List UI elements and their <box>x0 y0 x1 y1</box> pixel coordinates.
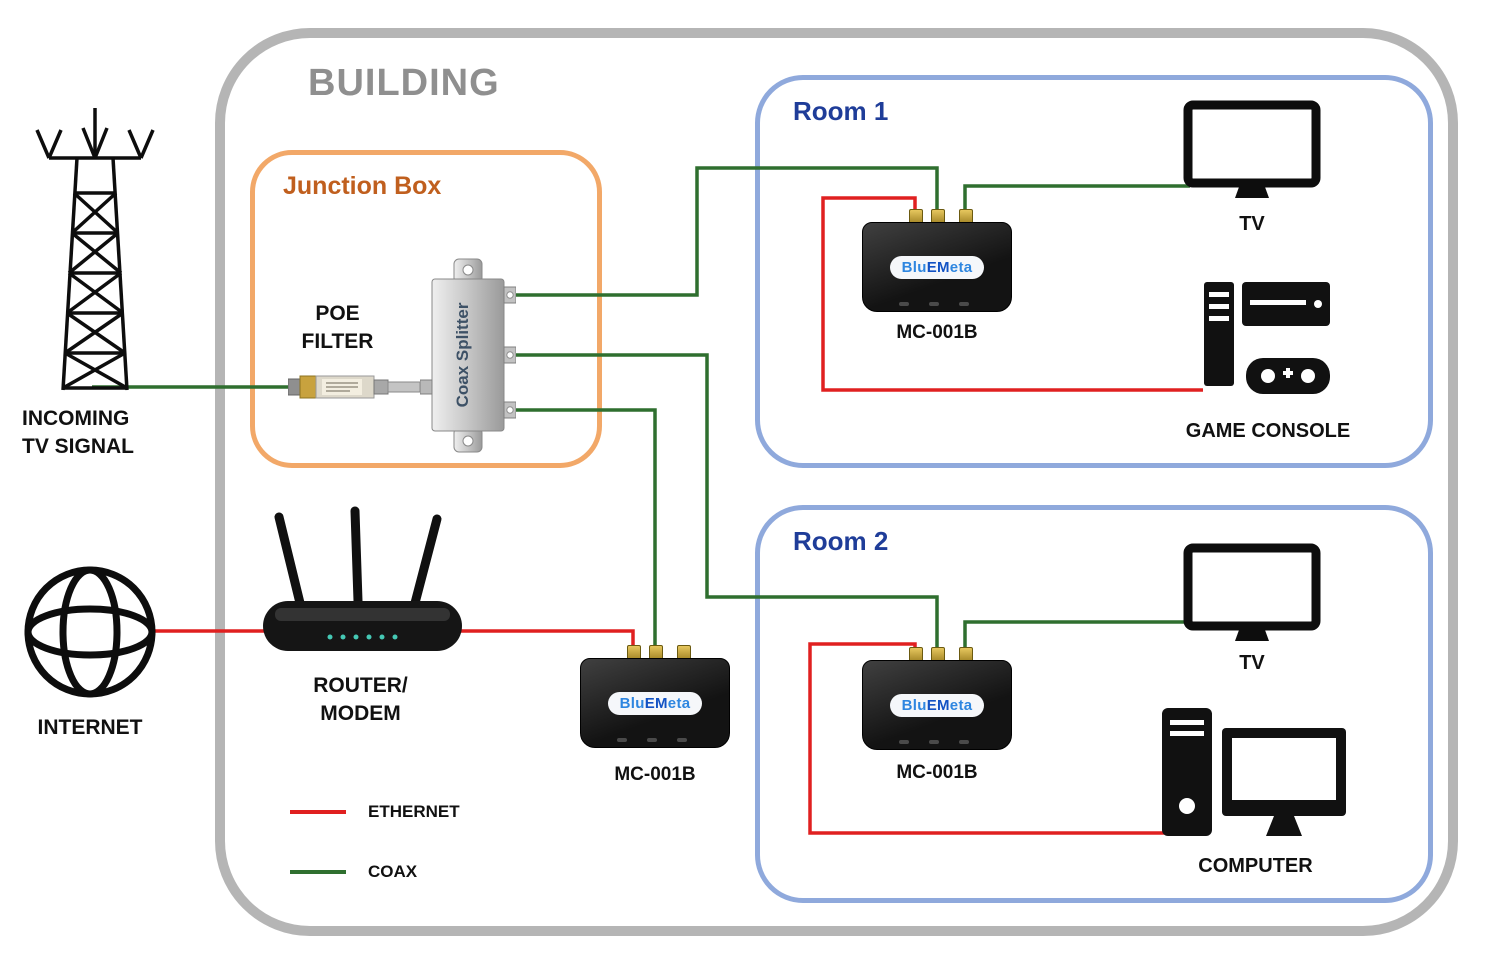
poe-filter-icon <box>288 375 420 399</box>
legend-ethernet-label: ETHERNET <box>368 802 460 821</box>
incoming-tv-signal-label: INCOMING TV SIGNAL <box>22 407 135 458</box>
building-label: BUILDING <box>308 62 500 104</box>
router-modem-icon <box>263 506 462 651</box>
adapter-indicator <box>929 302 939 306</box>
adapter-indicator <box>959 302 969 306</box>
adapter-indicator <box>647 738 657 742</box>
adapter-indicator <box>959 740 969 744</box>
adapter-model-label-router: MC-001B <box>614 764 696 785</box>
moca-adapter-room2: BluEMeta <box>862 647 1012 750</box>
game-console-icon <box>1204 282 1330 394</box>
adapter-indicator <box>899 302 909 306</box>
adapter-body: BluEMeta <box>862 660 1012 750</box>
internet-label: INTERNET <box>37 716 143 739</box>
adapter-model-label-room2: MC-001B <box>896 762 978 783</box>
antenna-tower-icon <box>35 108 155 391</box>
tv-room2-icon <box>1183 543 1321 641</box>
legend-coax: COAX <box>290 862 460 882</box>
room2-boundary <box>755 505 1433 903</box>
legend-coax-label: COAX <box>368 862 418 881</box>
adapter-indicator <box>677 738 687 742</box>
adapter-indicator <box>929 740 939 744</box>
adapter-model-label-room1: MC-001B <box>896 322 978 343</box>
bluemeta-logo: BluEMeta <box>889 693 985 717</box>
tv-room2-label: TV <box>1239 652 1265 674</box>
bluemeta-logo: BluEMeta <box>607 691 703 715</box>
adapter-indicator <box>617 738 627 742</box>
router-modem-label: ROUTER/ MODEM <box>313 674 408 725</box>
moca-adapter-room1: BluEMeta <box>862 209 1012 312</box>
adapter-body: BluEMeta <box>862 222 1012 312</box>
computer-label: COMPUTER <box>1198 855 1313 877</box>
room1-label: Room 1 <box>793 96 889 126</box>
splitter-label: Coax Splitter <box>453 302 472 407</box>
legend-ethernet: ETHERNET <box>290 802 460 822</box>
poe-filter-label: POE FILTER <box>301 302 374 353</box>
building-boundary <box>215 28 1458 936</box>
ethernet-line-swatch <box>290 810 346 814</box>
junction-box-boundary <box>250 150 602 468</box>
coax-line-swatch <box>290 870 346 874</box>
coax-splitter-icon: Coax Splitter <box>420 258 516 453</box>
computer-icon <box>1162 708 1346 836</box>
junction-box-label: Junction Box <box>283 172 442 200</box>
tv-room1-icon <box>1183 100 1321 198</box>
adapter-indicator <box>899 740 909 744</box>
internet-globe-icon <box>24 566 156 698</box>
adapter-body: BluEMeta <box>580 658 730 748</box>
moca-adapter-router: BluEMeta <box>580 645 730 748</box>
tv-room1-label: TV <box>1239 213 1265 235</box>
bluemeta-logo: BluEMeta <box>889 255 985 279</box>
game-console-label: GAME CONSOLE <box>1185 420 1351 442</box>
room2-label: Room 2 <box>793 526 889 556</box>
legend: ETHERNET COAX <box>290 802 460 922</box>
